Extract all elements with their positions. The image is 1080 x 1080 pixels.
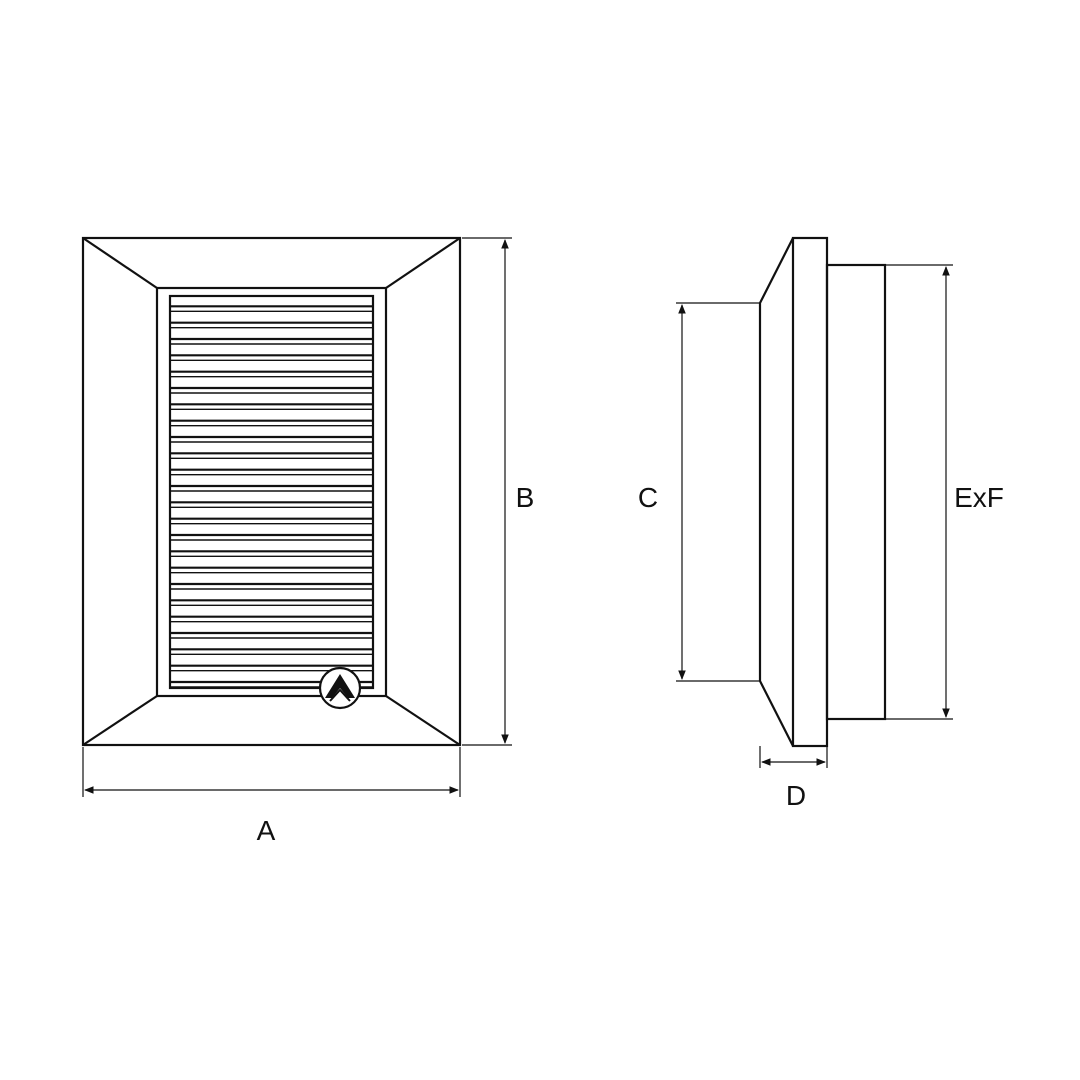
label-a: A	[257, 815, 276, 846]
louvre-panel	[168, 294, 375, 690]
label-d: D	[786, 780, 806, 811]
bevel-edge	[385, 695, 461, 746]
louvre-slats	[170, 305, 373, 688]
inner-frame	[155, 286, 388, 698]
label-b: B	[516, 482, 535, 513]
bevel-edge	[82, 237, 158, 289]
label-c: C	[638, 482, 658, 513]
bevel-edge	[82, 695, 158, 746]
bevel-edge	[385, 237, 461, 289]
side-view: C ExF D	[638, 236, 1004, 811]
outer-frame	[81, 236, 462, 747]
label-exf: ExF	[954, 482, 1004, 513]
flange	[791, 236, 829, 748]
front-view: B A	[81, 236, 535, 846]
bevel-profile	[758, 237, 794, 747]
logo-icon	[318, 666, 362, 710]
spigot	[825, 263, 887, 721]
